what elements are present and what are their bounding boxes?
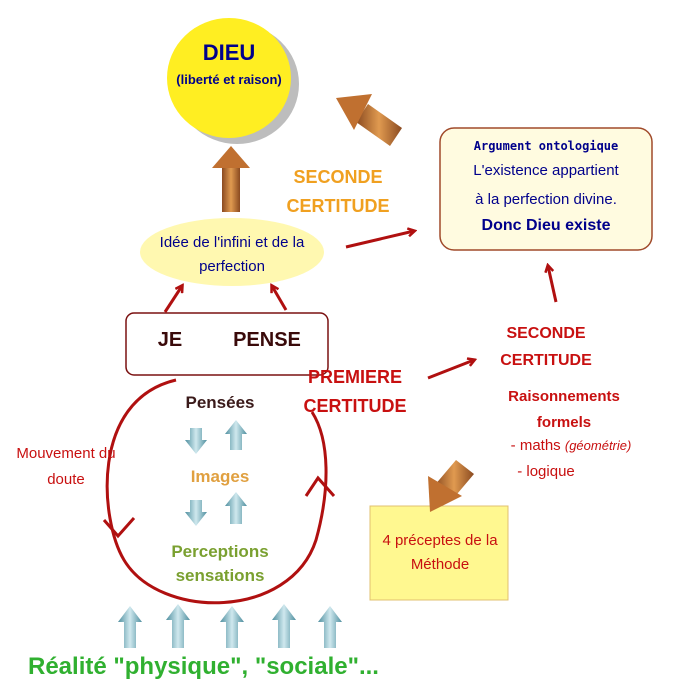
argument-title: Argument ontologique [473,139,619,153]
pense-label: PENSE [233,329,301,351]
red-arrow-up-argument [548,266,558,303]
orange-arrow-up [212,146,250,212]
logique-item: - logique [517,463,575,480]
orange-arrow-left [336,94,402,146]
dieu-subtitle: (liberté et raison) [176,72,282,87]
je-pense-box [125,312,329,376]
maths-item: - maths (géométrie) [486,437,656,454]
red-arrow-up-left [163,286,182,313]
images-label: Images [190,467,250,486]
orange-arrow-preceptes [428,460,474,512]
raisonnements-title: Raisonnements formels [508,388,620,431]
dieu-title: DIEU [202,40,256,65]
seconde-certitude-top-label: SECONDE CERTITUDE [286,167,390,216]
doubt-loop-arrowhead-left [102,517,136,539]
pensees-label: Pensées [185,393,255,412]
red-arrow-to-seconde [427,360,474,380]
argument-line-1: L'existence appartient [473,162,619,179]
premiere-certitude-label: PREMIERE CERTITUDE [303,367,407,416]
argument-conclusion: Donc Dieu existe [481,217,611,234]
preceptes-box [369,505,509,601]
idee-infini-label: Idée de l'infini et de la perfection [159,234,305,275]
teal-arrows-middle [185,420,247,526]
argument-line-2: à la perfection divine. [475,191,617,208]
dieu-circle [167,18,291,138]
perceptions-label: Perceptions sensations [171,542,269,585]
je-label: JE [157,329,183,351]
teal-arrows-bottom [118,604,342,648]
maths-note: (géométrie) [564,438,632,453]
preceptes-label: 4 préceptes de la Méthode [382,532,498,573]
idee-ellipse [140,218,324,286]
doubt-loop-arrowhead-right [304,475,336,497]
red-arrow-up-right [272,286,288,311]
red-arrow-to-argument [345,231,414,249]
mouvement-doute-label: Mouvement du doute [16,445,116,488]
realite-label: Réalité "physique", "sociale"... [28,653,379,680]
argument-box [439,127,653,251]
seconde-certitude-right-label: SECONDE CERTITUDE [500,325,592,369]
maths-label: - maths [510,437,561,454]
